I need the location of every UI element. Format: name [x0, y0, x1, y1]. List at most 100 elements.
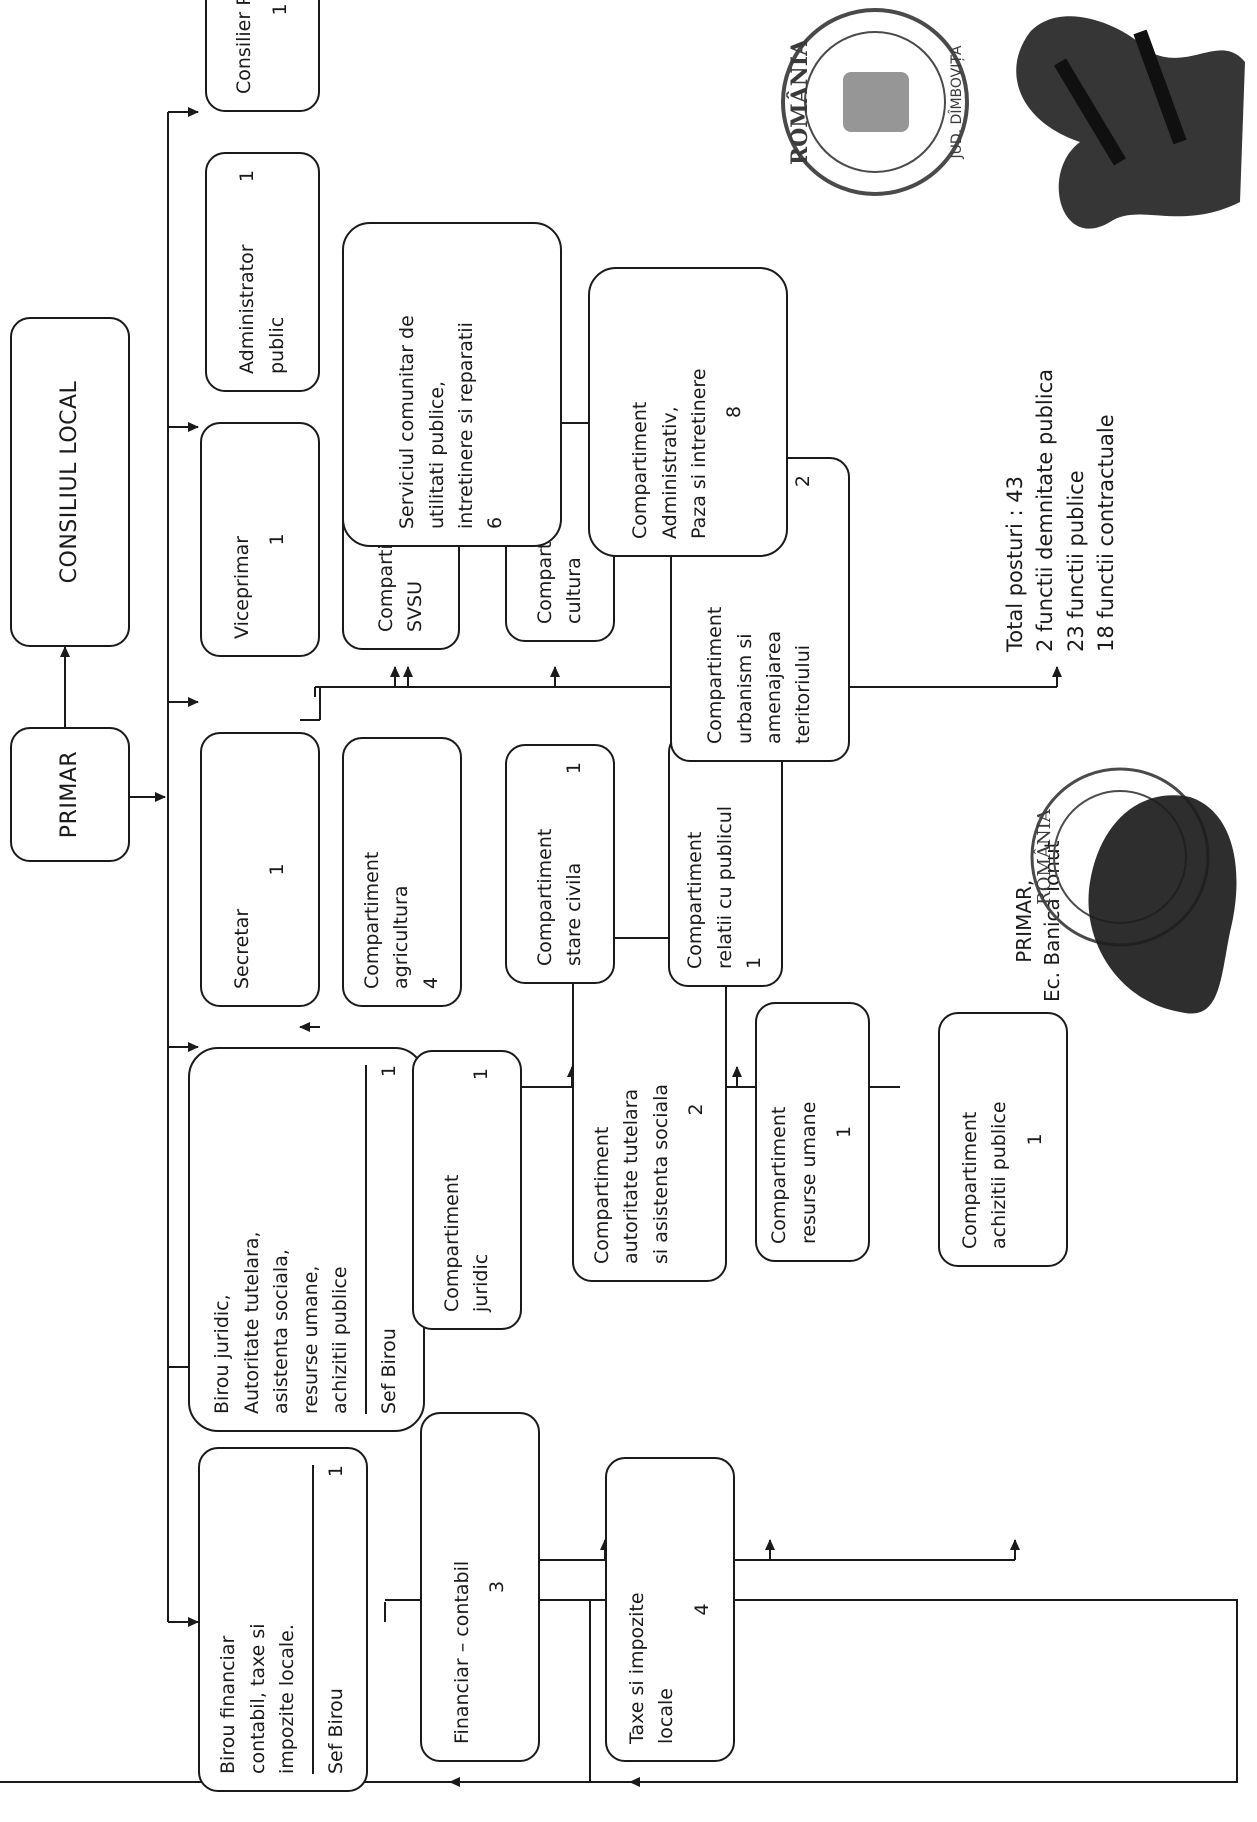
birou-juridic-line-5: achizitii publice [328, 1266, 351, 1414]
comp-cultura-line-2: cultura [563, 557, 585, 624]
taxe-impozite-count: 4 [690, 1603, 713, 1616]
comp-stare-civila-count: 1 [563, 762, 585, 775]
comp-urbanism-row: teritoriului 2 [789, 475, 818, 744]
totals-line-3: 23 functii publice [1063, 470, 1088, 652]
administrator-label-1: Administrator [236, 244, 259, 374]
primar-box: PRIMAR [10, 727, 130, 862]
birou-financiar-sef-count: 1 [325, 1465, 348, 1478]
birou-juridic-line-2: Autoritate tutelara, [240, 1231, 263, 1414]
consilier-primar-count: 1 [268, 3, 291, 16]
comp-relatii-line-1: Compartiment [684, 831, 707, 969]
comp-stare-civila-box: Compartiment stare civila 1 [505, 744, 615, 984]
comp-autoritate-box: Compartiment autoritate tutelara si asis… [572, 937, 727, 1282]
comp-stare-civila-line-2: stare civila [563, 862, 585, 966]
viceprimar-count: 1 [266, 533, 288, 546]
consiliul-local-label: CONSILIUL LOCAL [56, 380, 82, 584]
comp-resurse-umane-box: Compartiment resurse umane 1 [755, 1002, 870, 1262]
totals-block: Total posturi : 43 2 functii demnitate p… [1000, 369, 1122, 652]
comp-autoritate-line-2: autoritate tutelara [620, 1088, 643, 1264]
comp-juridic-line-1: Compartiment [440, 1174, 463, 1312]
comp-resurse-line-1: Compartiment [768, 1106, 791, 1244]
comp-agricultura-count: 4 [419, 976, 442, 989]
birou-juridic-divider [365, 1065, 368, 1414]
fin-frame [590, 1599, 1238, 1783]
birou-juridic-sef-label: Sef Birou [378, 1328, 401, 1414]
secretar-label: Secretar [230, 908, 253, 989]
secretar-box: Secretar 1 [200, 732, 320, 1007]
consiliul-local-box: CONSILIUL LOCAL [10, 317, 130, 647]
totals-line-1: Total posturi : 43 [1003, 476, 1027, 652]
birou-financiar-line-1: Birou financiar [217, 1635, 240, 1774]
bottom-seal-text: ROMÂNIA [1032, 808, 1055, 905]
comp-administrativ-line-1: Compartiment [629, 401, 652, 539]
taxe-impozite-line-2: locale [655, 1688, 678, 1744]
comp-achizitii-box: Compartiment achizitii publice 1 [938, 1012, 1068, 1267]
secretar-count: 1 [266, 863, 288, 876]
comp-agricultura-line-2: agricultura [390, 885, 413, 989]
viceprimar-box: Viceprimar 1 [200, 422, 320, 657]
totals-line-4: 18 functii contractuale [1094, 414, 1119, 652]
serviciul-count: 6 [484, 516, 507, 529]
comp-juridic-row: juridic 1 [467, 1068, 496, 1312]
birou-financiar-footer: Sef Birou 1 [322, 1465, 351, 1774]
viceprimar-label: Viceprimar [230, 535, 253, 639]
comp-achizitii-line-1: Compartiment [958, 1111, 981, 1249]
comp-juridic-box: Compartiment juridic 1 [412, 1050, 522, 1330]
comp-agricultura-line-1: Compartiment [360, 851, 383, 989]
taxe-impozite-box: Taxe si impozite locale 4 [605, 1457, 735, 1762]
bottom-signature-blot [1088, 795, 1237, 1014]
birou-juridic-line-3: asistenta sociala, [270, 1249, 293, 1414]
taxe-impozite-line-1: Taxe si impozite [625, 1592, 648, 1744]
comp-autoritate-count: 2 [684, 1103, 707, 1116]
comp-resurse-line-2: resurse umane [797, 1101, 820, 1244]
consilier-primar-label: Consilier Primar [233, 0, 256, 94]
comp-achizitii-line-2: achizitii publice [988, 1101, 1011, 1249]
serviciul-line-3: intretinere si reparatii [455, 322, 477, 529]
comp-stare-civila-row: stare civila 1 [560, 762, 589, 966]
comp-autoritate-line-1: Compartiment [590, 1126, 613, 1264]
administrator-box: Administrator 1 public [205, 152, 320, 392]
birou-financiar-box: Birou financiar contabil, taxe si impozi… [198, 1447, 368, 1792]
comp-juridic-line-2: juridic [470, 1253, 492, 1312]
serviciul-line-2: utilitati publice, [425, 380, 448, 529]
administrator-count: 1 [236, 170, 259, 183]
financiar-contabil-box: Financiar – contabil 3 [420, 1412, 540, 1762]
birou-financiar-sef-label: Sef Birou [325, 1688, 348, 1774]
comp-administrativ-count: 8 [723, 405, 746, 419]
comp-administrativ-line-3: Paza si intretinere [688, 368, 710, 539]
top-seal-text: ROMÂNIA [786, 38, 813, 165]
comp-administrativ-line-2: Administrativ, [658, 406, 681, 539]
comp-relatii-line-2: relatii cu publicul [713, 805, 736, 969]
birou-juridic-box: Birou juridic, Autoritate tutelara, asis… [188, 1047, 425, 1432]
comp-achizitii-count: 1 [1023, 1133, 1046, 1146]
financiar-contabil-count: 3 [486, 1580, 508, 1594]
administrator-row-1: Administrator 1 [233, 170, 262, 374]
comp-relatii-count: 1 [743, 956, 766, 969]
financiar-contabil-label: Financiar – contabil [450, 1560, 473, 1744]
birou-financiar-line-2: contabil, taxe si [246, 1623, 269, 1774]
primar-label: PRIMAR [56, 750, 82, 839]
comp-autoritate-line-3: si asistenta sociala [649, 1083, 672, 1264]
birou-juridic-line-1: Birou juridic, [211, 1294, 234, 1414]
birou-juridic-footer: Sef Birou 1 [375, 1065, 404, 1414]
comp-administrativ-box: Compartiment Administrativ, Paza si intr… [588, 267, 788, 557]
birou-financiar-line-3: impozite locale. [276, 1624, 298, 1774]
consilier-primar-box: Consilier Primar 1 [205, 0, 320, 112]
comp-resurse-count: 1 [833, 1125, 856, 1139]
top-seal-bottom-text: JUD. DÎMBOVIȚA [947, 45, 965, 159]
birou-juridic-sef-count: 1 [378, 1065, 401, 1078]
comp-juridic-count: 1 [470, 1068, 492, 1081]
administrator-label-2: public [265, 316, 288, 374]
comp-relatii-box: Compartiment relatii cu publicul 1 [668, 732, 783, 987]
birou-financiar-divider [312, 1465, 315, 1774]
top-seal-stamp: ROMÂNIA JUD. DÎMBOVIȚA [781, 8, 969, 196]
birou-juridic-line-4: resurse umane, [299, 1265, 322, 1414]
serviciul-line-1: Serviciul comunitar de [396, 315, 419, 529]
comp-stare-civila-line-1: Compartiment [533, 828, 556, 966]
top-signature-blot [1016, 16, 1245, 229]
comp-urbanism-line-4: teritoriului [792, 644, 815, 744]
serviciul-comunitar-box: Serviciul comunitar de utilitati publice… [342, 222, 562, 547]
comp-agricultura-box: Compartiment agricultura 4 [342, 737, 462, 1007]
